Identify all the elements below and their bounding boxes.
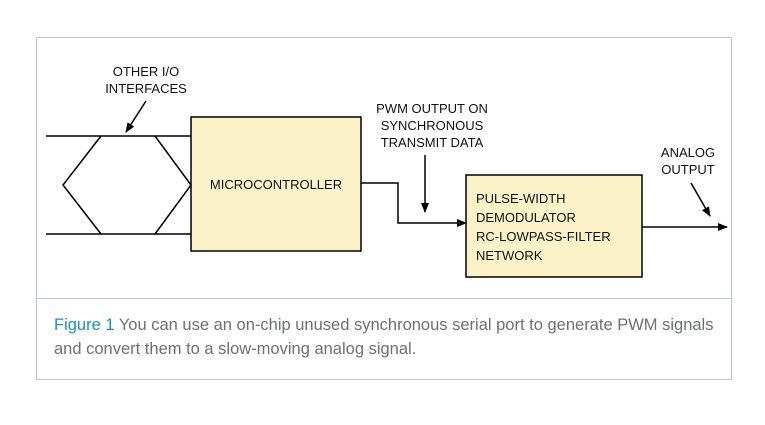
pwm-label-line2: SYNCHRONOUS — [381, 118, 484, 133]
microcontroller-block — [190, 116, 362, 252]
filter-label-line4: NETWORK — [476, 248, 543, 263]
pwm-signal-line — [361, 182, 467, 227]
caption-divider — [36, 298, 732, 299]
caption-text: You can use an on-chip unused synchronou… — [54, 316, 714, 358]
other-io-label-line1: OTHER I/O — [113, 64, 179, 79]
other-io-label-line2: INTERFACES — [105, 81, 187, 96]
filter-label-line3: RC-LOWPASS-FILTER — [476, 229, 611, 244]
other-io-arrow — [125, 100, 147, 133]
filter-label-line1: PULSE-WIDTH — [476, 191, 566, 206]
microcontroller-label: MICROCONTROLLER — [210, 177, 342, 192]
analog-label-line1: ANALOG — [661, 145, 715, 160]
figure-caption: Figure 1 You can use an on-chip unused s… — [54, 313, 714, 361]
io-bus-hexagon-right — [154, 135, 192, 235]
io-bus-hexagon — [62, 135, 102, 235]
analog-label-line2: OUTPUT — [661, 162, 715, 177]
pwm-label-line1: PWM OUTPUT ON — [376, 101, 488, 116]
pwm-label-line3: TRANSMIT DATA — [381, 135, 484, 150]
figure-label: Figure 1 — [54, 316, 115, 334]
analog-label-arrow — [690, 182, 711, 217]
filter-label-line2: DEMODULATOR — [476, 210, 576, 225]
filter-block — [465, 174, 643, 278]
